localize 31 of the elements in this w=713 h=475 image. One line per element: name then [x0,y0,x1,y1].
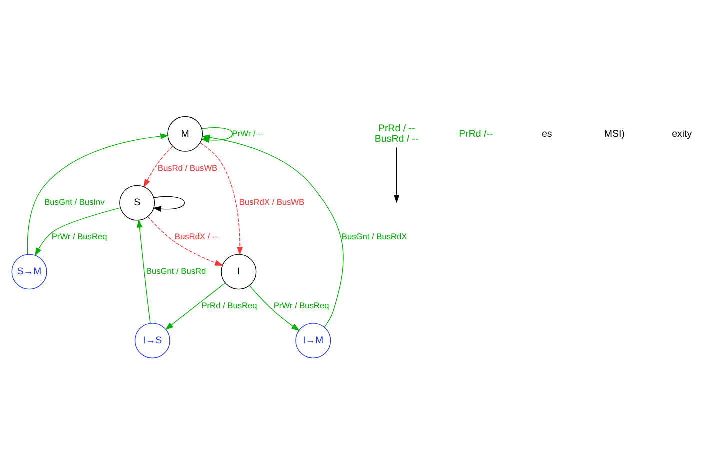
edge-label: BusGnt / BusRdX [342,232,408,242]
edge-label: BusGnt / BusInv [44,197,105,208]
node-circle: I [221,254,257,290]
arrow [165,282,226,330]
node-circle: I→M [296,323,332,359]
node-circle: S→M [12,254,48,290]
label: exity [672,128,692,140]
edge-label: PrWr / BusReq [52,232,108,242]
node-circle: S [120,185,156,221]
edge-label: PrRd / BusReq [202,300,258,311]
edge-label: PrWr / BusReq [274,300,330,311]
label: MSI) [604,128,625,140]
arrow [148,216,224,266]
node-circle: I→S [134,323,170,359]
edge-label: BusRdX / -- [174,232,218,242]
edge-label: PrWr / -- [232,128,264,138]
edge-label: BusGnt / BusRd [146,266,206,276]
arrow [200,142,243,256]
label: es [542,128,552,140]
label: PrRd /-- [459,128,494,140]
arrow [27,134,170,255]
node-circle: M [168,116,204,152]
node-text: PrRd / -- BusRd / -- [374,124,419,145]
edge-label: BusRdX / BusWB [239,197,305,208]
arrow [144,146,174,188]
arrow [136,219,151,324]
arrow [249,285,300,332]
arrow [35,208,121,256]
arrow [394,147,400,204]
edge-label: BusRd / BusWB [158,162,218,173]
arrow [153,196,185,212]
